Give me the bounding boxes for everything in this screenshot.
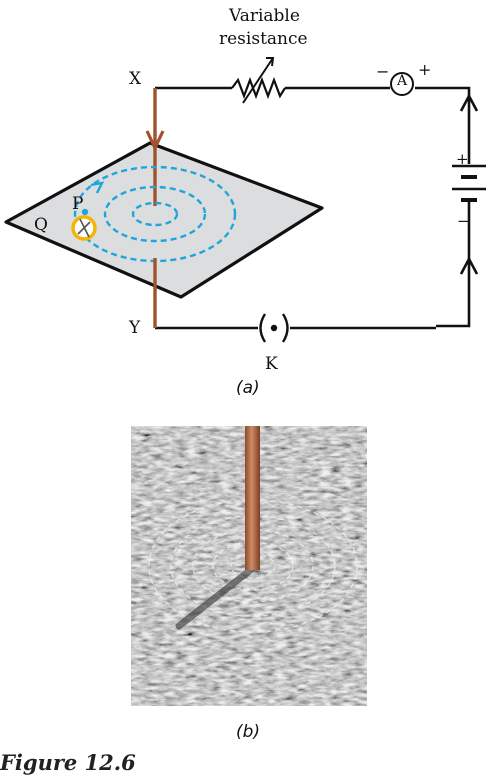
plane-q-label: Q	[34, 215, 48, 235]
cardboard-plane	[4, 141, 324, 299]
key-right-bracket	[281, 313, 289, 343]
conductor-arrow-down	[145, 130, 165, 152]
variable-resistor-zigzag	[231, 76, 286, 100]
point-p-dot	[81, 208, 89, 216]
battery-plus-label: +	[456, 150, 469, 168]
variable-resistance-label-line2: resistance	[219, 29, 308, 49]
ammeter-minus-label: −	[376, 62, 390, 81]
ammeter-plus-label: +	[418, 60, 432, 79]
caption-b: (b)	[236, 722, 261, 742]
field-line-inner	[131, 201, 179, 227]
photo-copper-rod	[245, 426, 260, 570]
ammeter-label: A	[397, 73, 408, 89]
figure-title: Figure 12.6	[0, 750, 136, 775]
key-dot	[270, 324, 278, 332]
key-left-bracket	[259, 313, 267, 343]
battery-minus-label: −	[457, 212, 470, 230]
compass-cross	[77, 221, 91, 235]
variable-resistance-label-line1: Variable	[229, 6, 300, 26]
key-k-label: K	[265, 354, 278, 374]
up-arrow-top	[459, 93, 479, 112]
point-p-label: P	[72, 194, 84, 214]
point-x-label: X	[129, 69, 142, 89]
up-arrow-bottom	[459, 256, 479, 275]
caption-a: (a)	[236, 378, 260, 398]
variable-resistor-arrow-shaft	[242, 57, 274, 104]
point-y-label: Y	[129, 318, 141, 338]
right-wire	[436, 218, 471, 328]
circuit-diagram	[4, 57, 486, 343]
photo-rod-shadow	[175, 564, 257, 630]
field-line-arrowhead	[90, 181, 105, 194]
variable-resistor-arrowhead	[266, 57, 275, 67]
iron-filings-photo	[131, 426, 367, 706]
ammeter-icon	[390, 72, 414, 96]
field-line-middle	[103, 185, 207, 243]
top-wire	[155, 86, 471, 140]
